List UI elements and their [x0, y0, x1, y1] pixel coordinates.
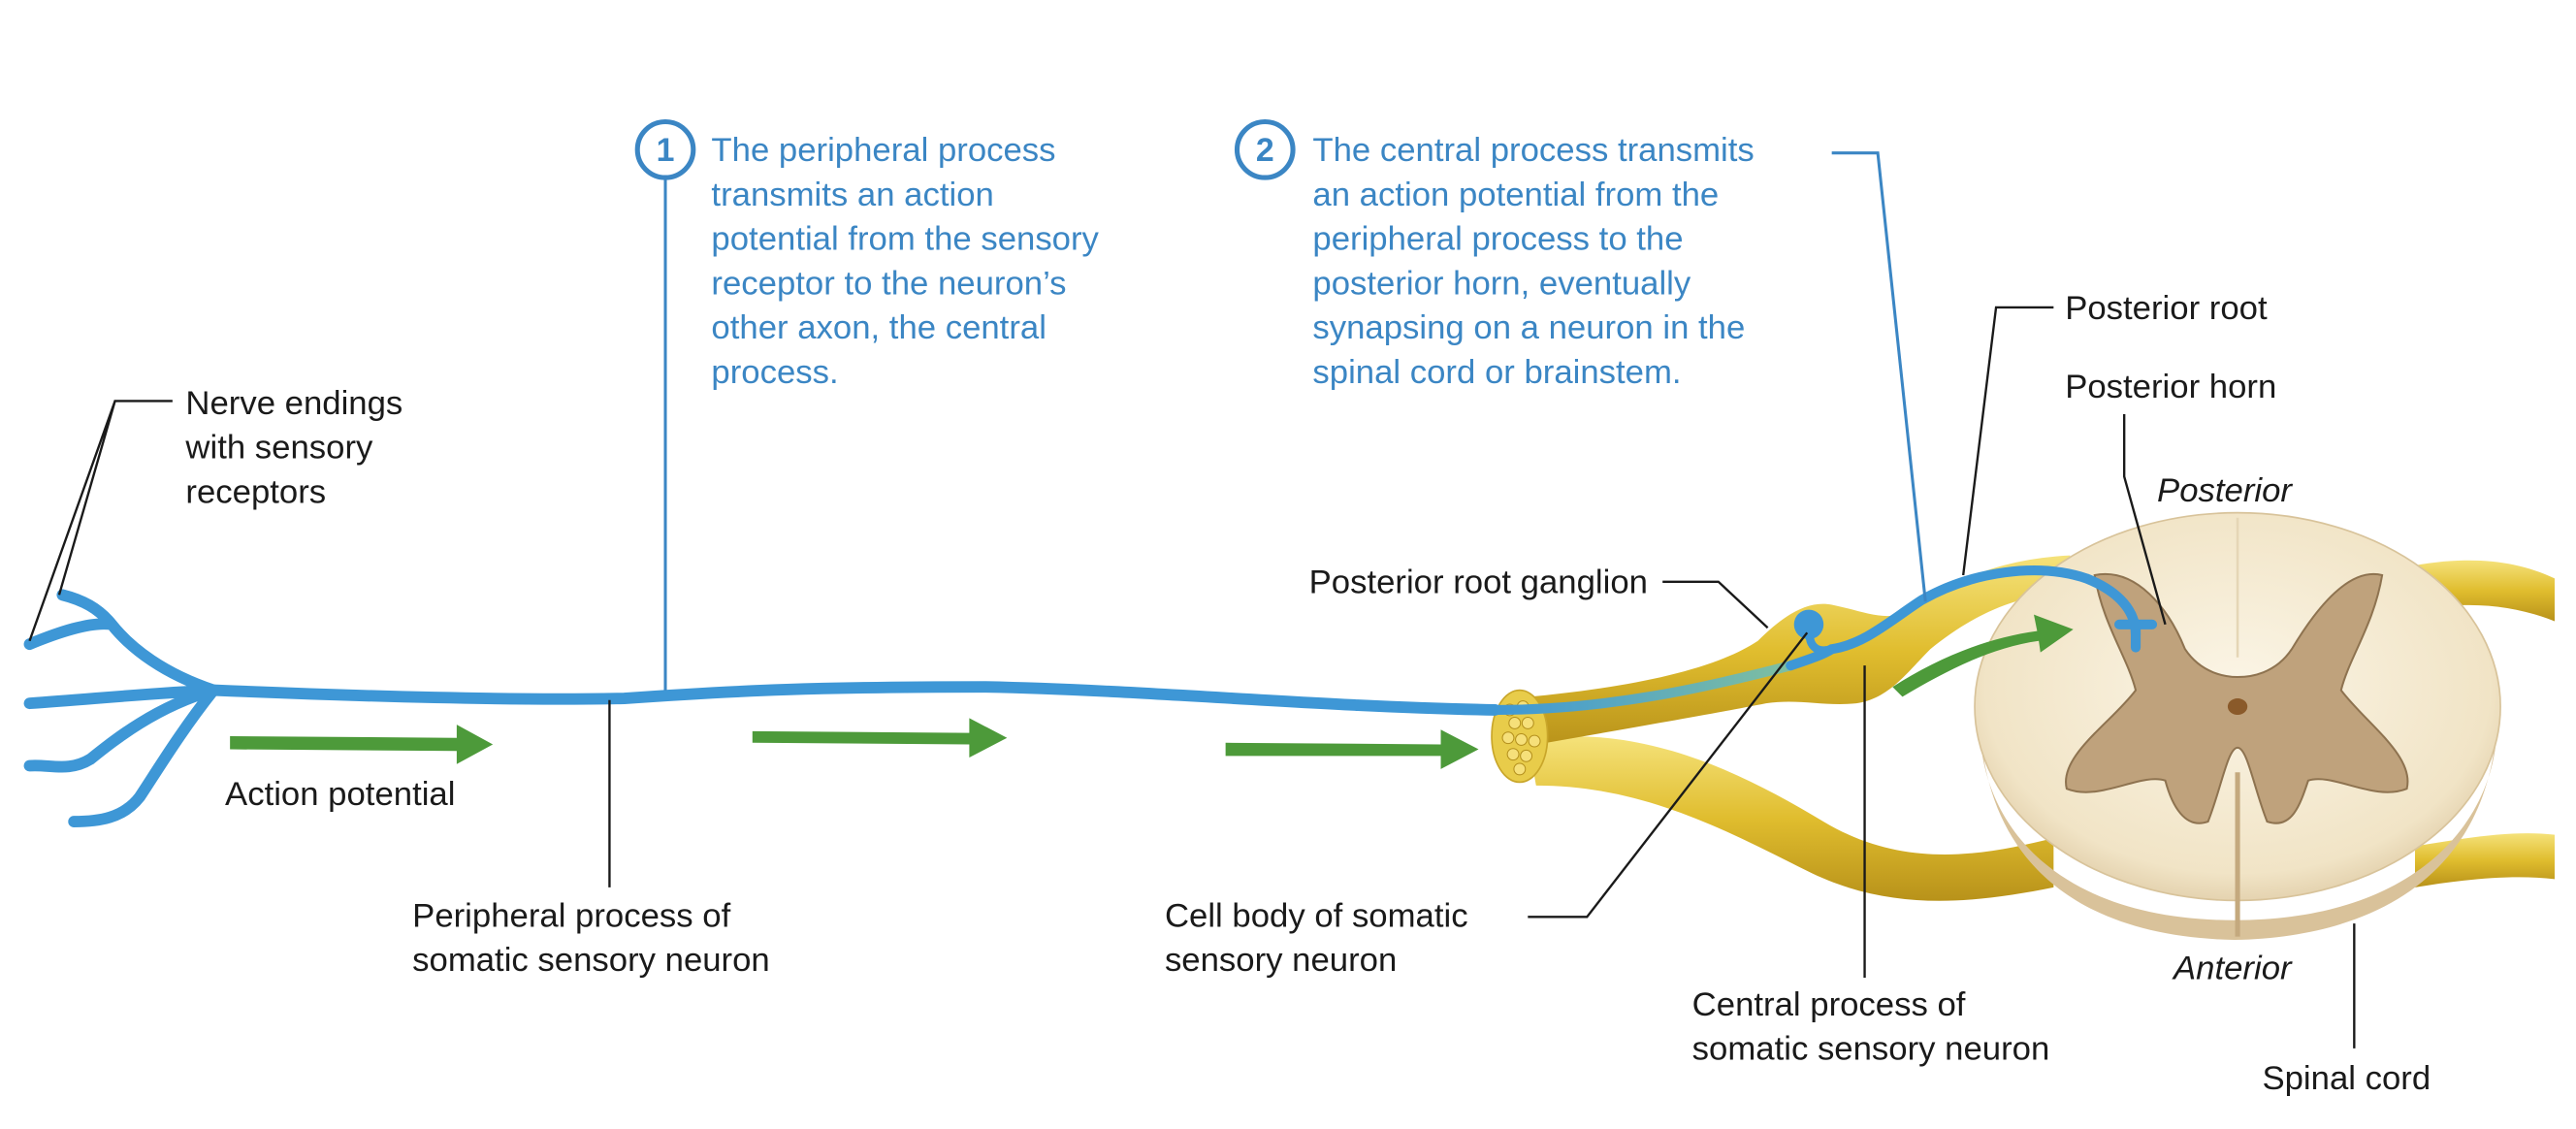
label-posterior-horn: Posterior horn	[2065, 369, 2276, 405]
step-2-line: posterior horn, eventually	[1312, 265, 1690, 302]
axon-terminal	[2114, 619, 2158, 653]
step-1-callout: 1 The peripheral process transmits an ac…	[634, 118, 1100, 391]
spinal-cord	[1974, 511, 2501, 941]
step-2-badge-icon	[1234, 118, 1296, 180]
step-2-line: The central process transmits	[1312, 132, 1754, 169]
label-action-potential: Action potential	[225, 776, 455, 813]
action-potential-arrow-icon	[752, 718, 1008, 758]
label-cell-body: sensory neuron	[1165, 942, 1397, 979]
label-posterior-root-ganglion: Posterior root ganglion	[1309, 564, 1648, 601]
leader-nerve-endings	[28, 400, 173, 642]
label-anterior: Anterior	[2172, 951, 2293, 987]
action-potential-arrow-icon	[230, 725, 494, 764]
step-2-line: an action potential from the	[1312, 177, 1719, 213]
leader-posterior-root	[1962, 306, 2054, 576]
step-2-number: 2	[1256, 132, 1274, 169]
step-1-line: other axon, the central	[711, 309, 1046, 346]
label-nerve-endings: receptors	[185, 473, 326, 510]
peripheral-process[interactable]	[208, 681, 1501, 716]
step-2-line: peripheral process to the	[1312, 221, 1683, 258]
central-canal	[2227, 698, 2248, 715]
action-potential-arrows	[230, 614, 2074, 769]
action-potential-arrow-icon	[1892, 614, 2074, 697]
step-2-line: synapsing on a neuron in the	[1312, 309, 1745, 346]
leader-step-2	[1831, 151, 1927, 602]
step-1-line: receptor to the neuron’s	[711, 265, 1066, 302]
step-1-badge-icon	[634, 118, 696, 180]
label-nerve-endings: with sensory	[184, 430, 373, 467]
leader-ganglion	[1662, 580, 1769, 629]
nerve-ending-branches	[23, 589, 220, 828]
labels: Nerve endings with sensory receptors Act…	[184, 290, 2431, 1097]
label-peripheral-process: somatic sensory neuron	[412, 942, 770, 979]
step-1-line: process.	[711, 354, 838, 391]
label-central-process: somatic sensory neuron	[1692, 1031, 2050, 1068]
step-2-line: spinal cord or brainstem.	[1312, 354, 1681, 391]
leader-posterior-horn	[2122, 414, 2167, 626]
label-central-process: Central process of	[1692, 986, 1966, 1023]
leader-lines	[28, 151, 2356, 1048]
label-posterior-root: Posterior root	[2065, 290, 2268, 327]
step-1-line: potential from the sensory	[711, 221, 1099, 258]
anterior-root	[1528, 736, 2054, 901]
label-nerve-endings: Nerve endings	[185, 385, 402, 422]
label-peripheral-process: Peripheral process of	[412, 897, 730, 934]
label-cell-body: Cell body of somatic	[1165, 897, 1468, 934]
step-1-line: transmits an action	[711, 177, 993, 213]
axon-in-nerve	[1490, 661, 1796, 715]
step-2-callout: 2 The central process transmits an actio…	[1234, 118, 1755, 391]
leader-cell-body	[1528, 631, 1809, 919]
step-1-number: 1	[657, 132, 675, 169]
step-1-line: The peripheral process	[711, 132, 1055, 169]
sensory-neuron	[23, 565, 2158, 828]
cell-body[interactable]	[1793, 609, 1824, 640]
action-potential-arrow-icon	[1225, 729, 1479, 769]
label-posterior: Posterior	[2157, 472, 2293, 509]
label-spinal-cord: Spinal cord	[2262, 1060, 2431, 1097]
